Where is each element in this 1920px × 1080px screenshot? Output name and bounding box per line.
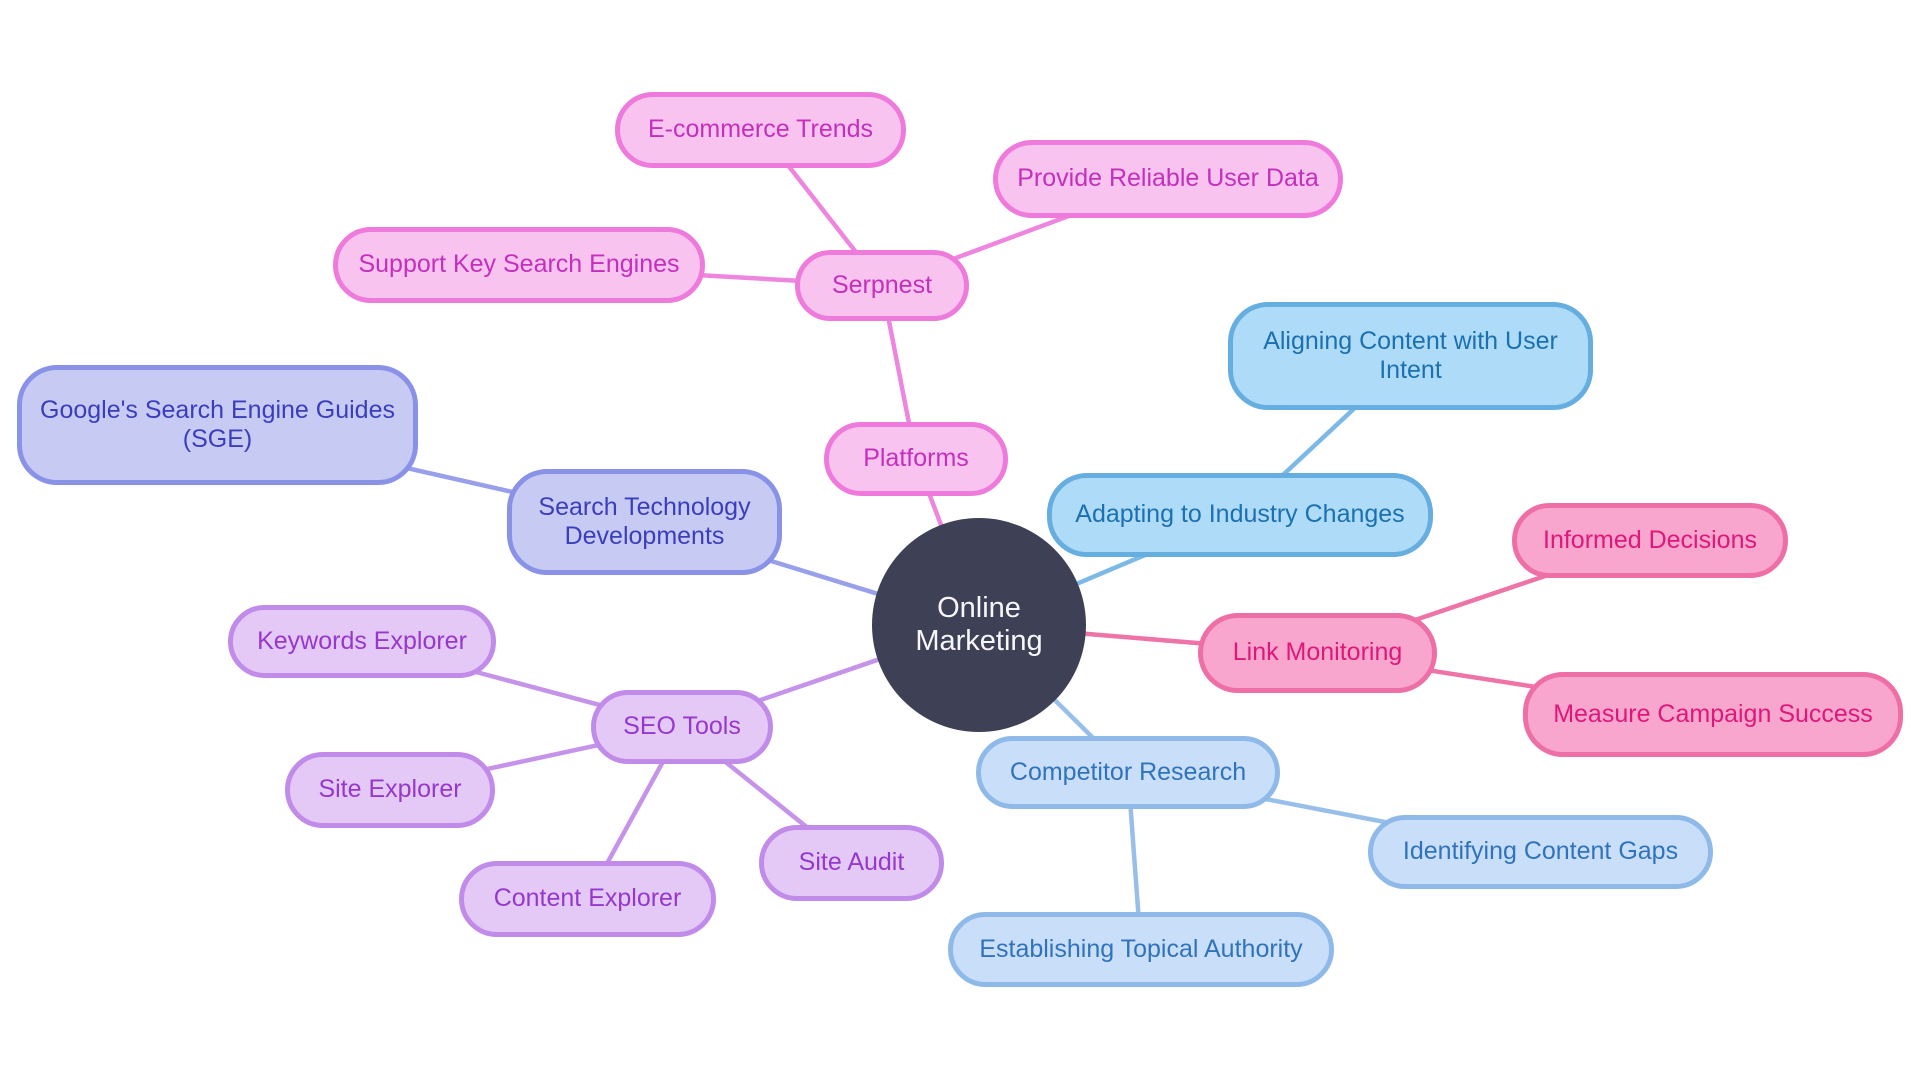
node-label: Content Explorer [493, 884, 682, 913]
node-google-sge[interactable]: Google's Search Engine Guides (SGE) [17, 365, 418, 485]
node-identifying-content-gaps[interactable]: Identifying Content Gaps [1368, 815, 1713, 889]
node-label: E-commerce Trends [647, 115, 874, 144]
node-label: Competitor Research [1009, 757, 1247, 786]
central-node-online-marketing[interactable]: Online Marketing [872, 518, 1086, 732]
node-adapting-to-industry-changes[interactable]: Adapting to Industry Changes [1047, 473, 1433, 557]
node-label: Adapting to Industry Changes [1075, 500, 1405, 529]
node-provide-reliable-user-data[interactable]: Provide Reliable User Data [993, 140, 1343, 218]
node-search-technology-developments[interactable]: Search Technology Developments [507, 469, 782, 575]
node-label: Site Explorer [318, 775, 462, 804]
node-e-commerce-trends[interactable]: E-commerce Trends [615, 92, 906, 168]
node-measure-campaign-success[interactable]: Measure Campaign Success [1523, 672, 1903, 757]
node-establishing-topical-authority[interactable]: Establishing Topical Authority [948, 912, 1334, 987]
node-site-audit[interactable]: Site Audit [759, 825, 944, 901]
node-aligning-content-with-user-intent[interactable]: Aligning Content with User Intent [1228, 302, 1593, 410]
node-competitor-research[interactable]: Competitor Research [976, 736, 1280, 809]
node-label: Establishing Topical Authority [979, 934, 1303, 963]
node-keywords-explorer[interactable]: Keywords Explorer [228, 605, 496, 678]
node-label: Provide Reliable User Data [1017, 164, 1319, 193]
node-label: Identifying Content Gaps [1402, 837, 1679, 866]
node-informed-decisions[interactable]: Informed Decisions [1512, 503, 1788, 578]
central-node-label: Online Marketing [915, 592, 1043, 657]
node-label: Aligning Content with User Intent [1263, 326, 1558, 385]
node-label: Measure Campaign Success [1553, 699, 1873, 728]
node-seo-tools[interactable]: SEO Tools [591, 690, 773, 764]
node-label: Google's Search Engine Guides (SGE) [40, 395, 395, 454]
node-label: Search Technology Developments [538, 492, 751, 551]
node-label: Platforms [863, 444, 969, 473]
node-site-explorer[interactable]: Site Explorer [285, 752, 495, 828]
node-serpnest[interactable]: Serpnest [795, 250, 969, 321]
node-label: SEO Tools [623, 712, 741, 741]
node-label: Serpnest [831, 270, 933, 299]
node-label: Keywords Explorer [257, 626, 467, 655]
node-label: Link Monitoring [1232, 638, 1403, 667]
node-link-monitoring[interactable]: Link Monitoring [1198, 613, 1437, 693]
node-platforms[interactable]: Platforms [824, 422, 1008, 496]
node-label: Support Key Search Engines [358, 250, 680, 279]
node-content-explorer[interactable]: Content Explorer [459, 861, 716, 937]
node-support-key-search-engines[interactable]: Support Key Search Engines [333, 227, 705, 303]
node-label: Informed Decisions [1543, 525, 1757, 554]
node-label: Site Audit [798, 848, 905, 877]
